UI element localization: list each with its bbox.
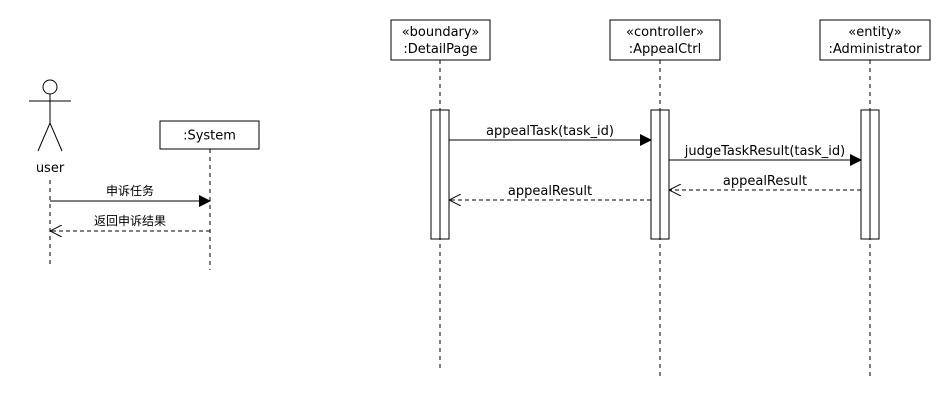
- response-label: 返回申诉结果: [94, 214, 166, 228]
- appeal-result-ctrl-label: appealResult: [508, 184, 592, 199]
- user-actor-label: user: [36, 161, 65, 176]
- judge-task-result-label: judgeTaskResult(task_id): [684, 144, 845, 159]
- system-box: [159, 120, 260, 150]
- system-label: :System: [183, 129, 236, 144]
- participant-appeal-ctrl: «controller» :AppealCtrl: [609, 19, 721, 61]
- appeal-result-admin-label: appealResult: [723, 174, 807, 189]
- administrator-name: :Administrator: [829, 42, 923, 57]
- appeal-ctrl-name: :AppealCtrl: [629, 42, 701, 57]
- appeal-ctrl-stereotype: «controller»: [626, 25, 704, 40]
- user-actor-icon: [29, 79, 71, 152]
- administrator-stereotype: «entity»: [848, 25, 901, 40]
- left-system-sequence: user :System 申诉任务 返回申诉结果: [29, 79, 260, 270]
- detail-page-name: :DetailPage: [403, 42, 477, 57]
- participant-administrator: «entity» :Administrator: [819, 19, 931, 61]
- participant-detail-page: «boundary» :DetailPage: [390, 19, 491, 61]
- request-label: 申诉任务: [106, 183, 154, 198]
- right-detailed-sequence: «boundary» :DetailPage «controller» :App…: [390, 19, 931, 380]
- appeal-task-label: appealTask(task_id): [486, 124, 614, 139]
- detail-page-stereotype: «boundary»: [402, 25, 480, 40]
